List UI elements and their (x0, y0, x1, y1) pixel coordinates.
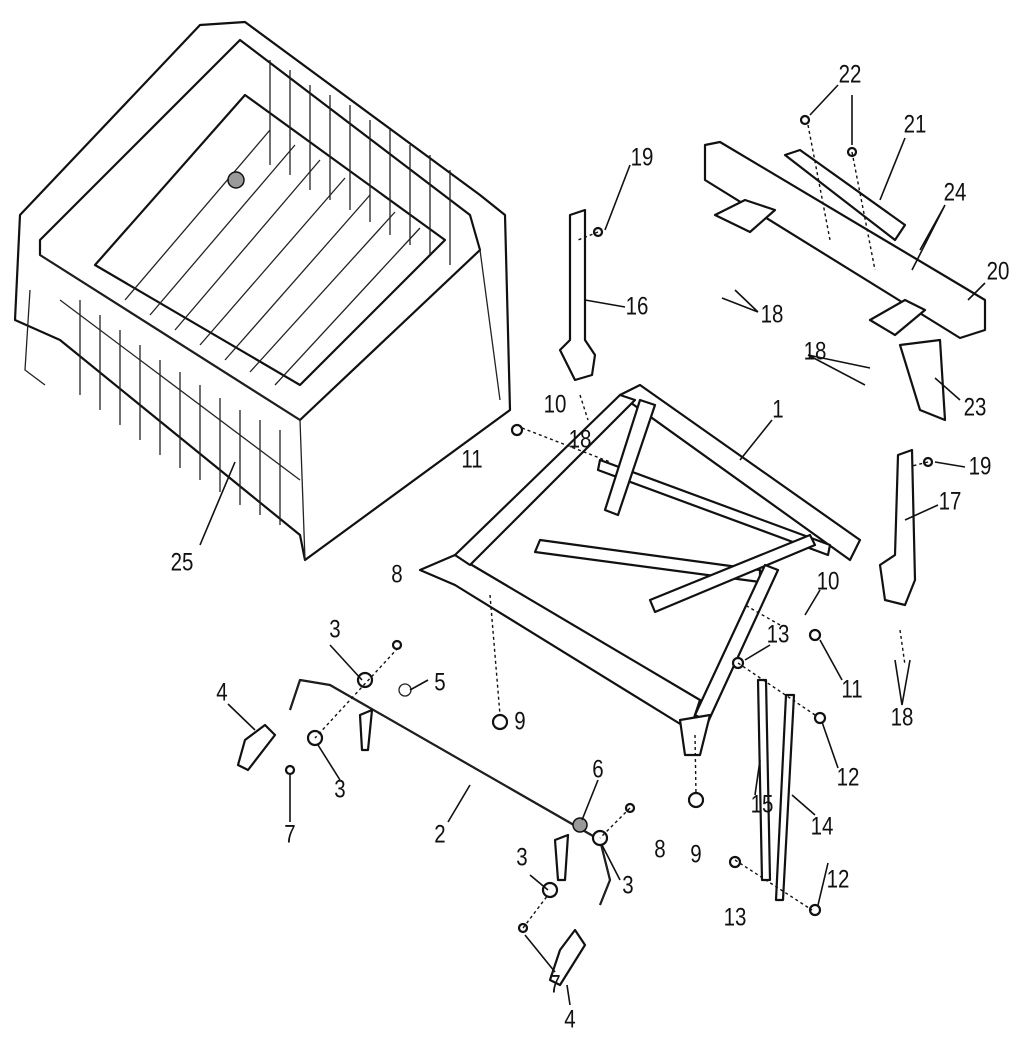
callout-18: 18 (568, 425, 592, 454)
callout-21: 21 (903, 110, 927, 139)
callout-3: 3 (516, 843, 528, 872)
bracket-right (878, 448, 917, 607)
callout-9: 9 (514, 707, 526, 736)
callout-15: 15 (750, 790, 774, 819)
callout-19: 19 (630, 143, 654, 172)
callout-18: 18 (803, 337, 827, 366)
callout-11: 11 (461, 445, 483, 474)
gas-strut (774, 693, 796, 902)
callout-3: 3 (622, 871, 634, 900)
callout-12: 12 (836, 763, 860, 792)
main-frame (418, 383, 862, 757)
callout-13: 13 (723, 903, 747, 932)
callout-25: 25 (170, 548, 194, 577)
callout-24: 24 (943, 178, 967, 207)
bracket-left (558, 208, 597, 382)
callout-23: 23 (963, 393, 987, 422)
rear-bumper (703, 140, 987, 422)
callout-10: 10 (543, 390, 567, 419)
gas-strut (756, 678, 772, 882)
cargo-bed (13, 20, 512, 562)
callout-8: 8 (391, 560, 403, 589)
callout-16: 16 (625, 292, 649, 321)
callout-7: 7 (284, 820, 296, 849)
callout-17: 17 (938, 487, 962, 516)
callout-6: 6 (592, 755, 604, 784)
callout-3: 3 (334, 775, 346, 804)
callout-19: 19 (968, 452, 992, 481)
callout-7: 7 (549, 970, 561, 999)
callout-1: 1 (772, 395, 784, 424)
callout-4: 4 (216, 678, 228, 707)
callout-18: 18 (890, 703, 914, 732)
callout-4: 4 (564, 1005, 576, 1034)
callout-8: 8 (654, 835, 666, 864)
callout-5: 5 (434, 668, 446, 697)
callout-18: 18 (760, 300, 784, 329)
leader-lines (199, 84, 986, 1006)
callout-13: 13 (766, 620, 790, 649)
callout-2: 2 (434, 820, 446, 849)
callout-9: 9 (690, 840, 702, 869)
callout-12: 12 (826, 865, 850, 894)
callout-3: 3 (329, 615, 341, 644)
callout-10: 10 (816, 567, 840, 596)
torsion-bar (236, 678, 612, 987)
callout-14: 14 (810, 812, 834, 841)
callout-22: 22 (838, 60, 862, 89)
callout-11: 11 (841, 675, 863, 704)
callout-20: 20 (986, 257, 1010, 286)
